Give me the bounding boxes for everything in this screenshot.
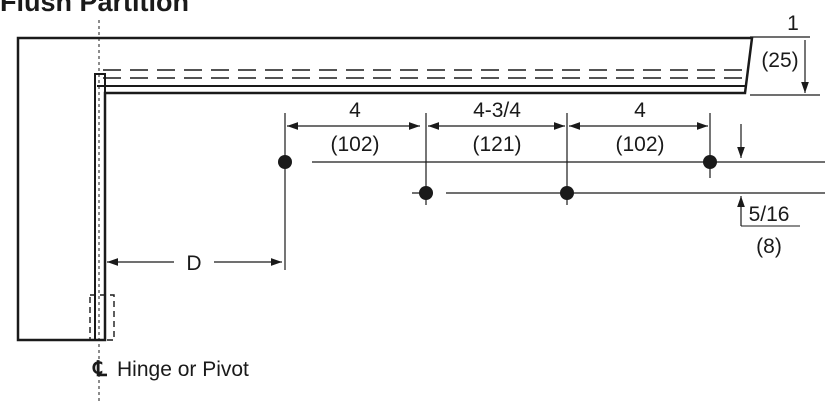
partition-outline <box>16 36 754 342</box>
d-dimension-label: D <box>186 252 201 275</box>
offset-value: 5/16 <box>749 203 790 226</box>
dimension-top-metric: (25) <box>761 49 798 72</box>
centerline-symbol: ℄ <box>92 358 107 381</box>
spacing-middle-value: 4-3/4 <box>473 99 521 122</box>
spacing-right-metric: (102) <box>615 133 664 156</box>
spacing-left-metric: (102) <box>330 133 379 156</box>
centerline-caption: Hinge or Pivot <box>117 358 249 381</box>
door-stile <box>94 73 106 341</box>
hinge-pivot-outline <box>89 294 115 341</box>
diagram-title: Flush Partition <box>0 0 189 17</box>
dimension-top-value: 1 <box>787 12 799 35</box>
offset-metric: (8) <box>756 235 782 258</box>
spacing-left-value: 4 <box>349 99 361 122</box>
mounting-hole-1 <box>278 155 292 169</box>
spacing-middle-metric: (121) <box>472 133 521 156</box>
mounting-hole-2 <box>703 155 717 169</box>
mounting-hole-4 <box>560 186 574 200</box>
spacing-right-value: 4 <box>634 99 646 122</box>
